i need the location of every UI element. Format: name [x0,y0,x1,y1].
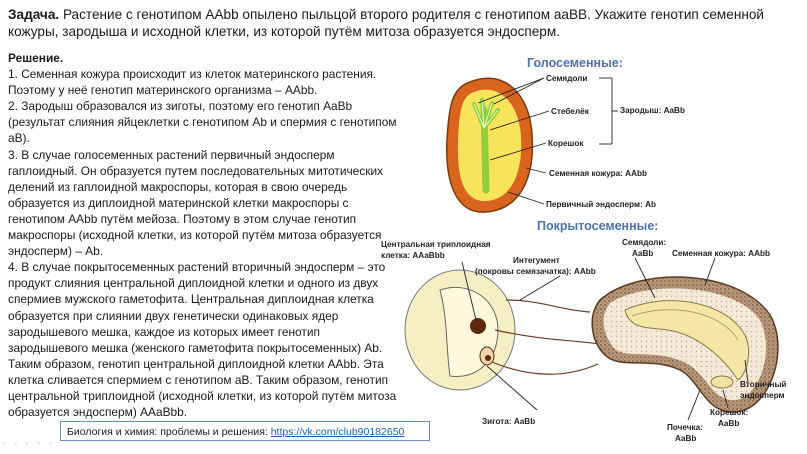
primary-endosperm-shape [457,89,522,202]
angio-endosperm-label-2: эндосперм [740,391,785,400]
gymno-endosperm-label: Первичный эндосперм: Ab [546,200,656,209]
gymnosperm-heading: Голосеменные: [527,56,623,70]
task-label: Задача. [8,7,60,22]
angio-root-label-2: AaBb [718,419,740,428]
solution-paragraph-3: 3. В случае голосеменных растений первич… [8,147,384,259]
gymno-stem-label: Стебелёк [551,107,589,116]
task-statement: Задача. Растение с генотипом AAbb опылен… [8,6,800,40]
ovule [404,269,601,391]
angiosperm-heading: Покрытосеменные: [537,219,659,233]
solution-paragraph-4: 4. В случае покрытосеменных растений вто… [8,260,397,420]
angio-central-cell-label-2: клетка: AAaBbb [381,251,445,260]
solution-heading: Решение. [8,51,64,65]
angio-integument-label-2: (покровы семязачатка): AAbb [475,267,596,276]
angio-integument-label-1: Интегумент [513,256,560,265]
central-cell-nucleus [470,318,486,334]
angio-root-label-1: Корешок: [710,408,749,417]
angio-central-cell-label-1: Центральная триплоидная [381,240,491,249]
angio-cotyledons-label-2: AaBb [632,249,654,258]
angio-seed-coat-label: Семенная кожура: AAbb [672,249,770,258]
source-footer: Биология и химия: проблемы и решения: ht… [60,421,430,441]
footer-link[interactable]: https://vk.com/club90182650 [270,426,405,438]
gymno-root-label: Корешок [548,139,584,148]
corner-decoration: ◦ ◦ ◦ ◦ ◦ [2,438,55,448]
angio-bud-label-1: Почечка: [667,423,703,432]
gymno-seed-coat-label: Семенная кожура: AAbb [549,169,647,178]
angio-cotyledons-label-1: Семядоли: [622,238,667,247]
footer-text: Биология и химия: проблемы и решения: [67,426,271,438]
solution-block: Решение. 1. Семенная кожура происходит и… [8,50,403,420]
angio-zygote-label: Зигота: AaBb [482,417,536,426]
radicle-shape [710,375,734,389]
angiosperm-seed [461,257,779,421]
gymno-embryo-label: Зародыш: AaBb [620,106,685,115]
gymno-cotyledons-label: Семядоли [546,74,588,83]
task-text: Растение с генотипом AAbb опылено пыльцо… [8,7,764,39]
angio-endosperm-label-1: Вторичный [740,380,787,389]
solution-paragraph-2: 2. Зародыш образовался из зиготы, поэтом… [8,99,397,146]
angio-bud-label-2: AaBb [675,434,697,443]
gymnosperm-seed [446,77,618,213]
solution-paragraph-1: 1. Семенная кожура происходит из клеток … [8,67,377,98]
